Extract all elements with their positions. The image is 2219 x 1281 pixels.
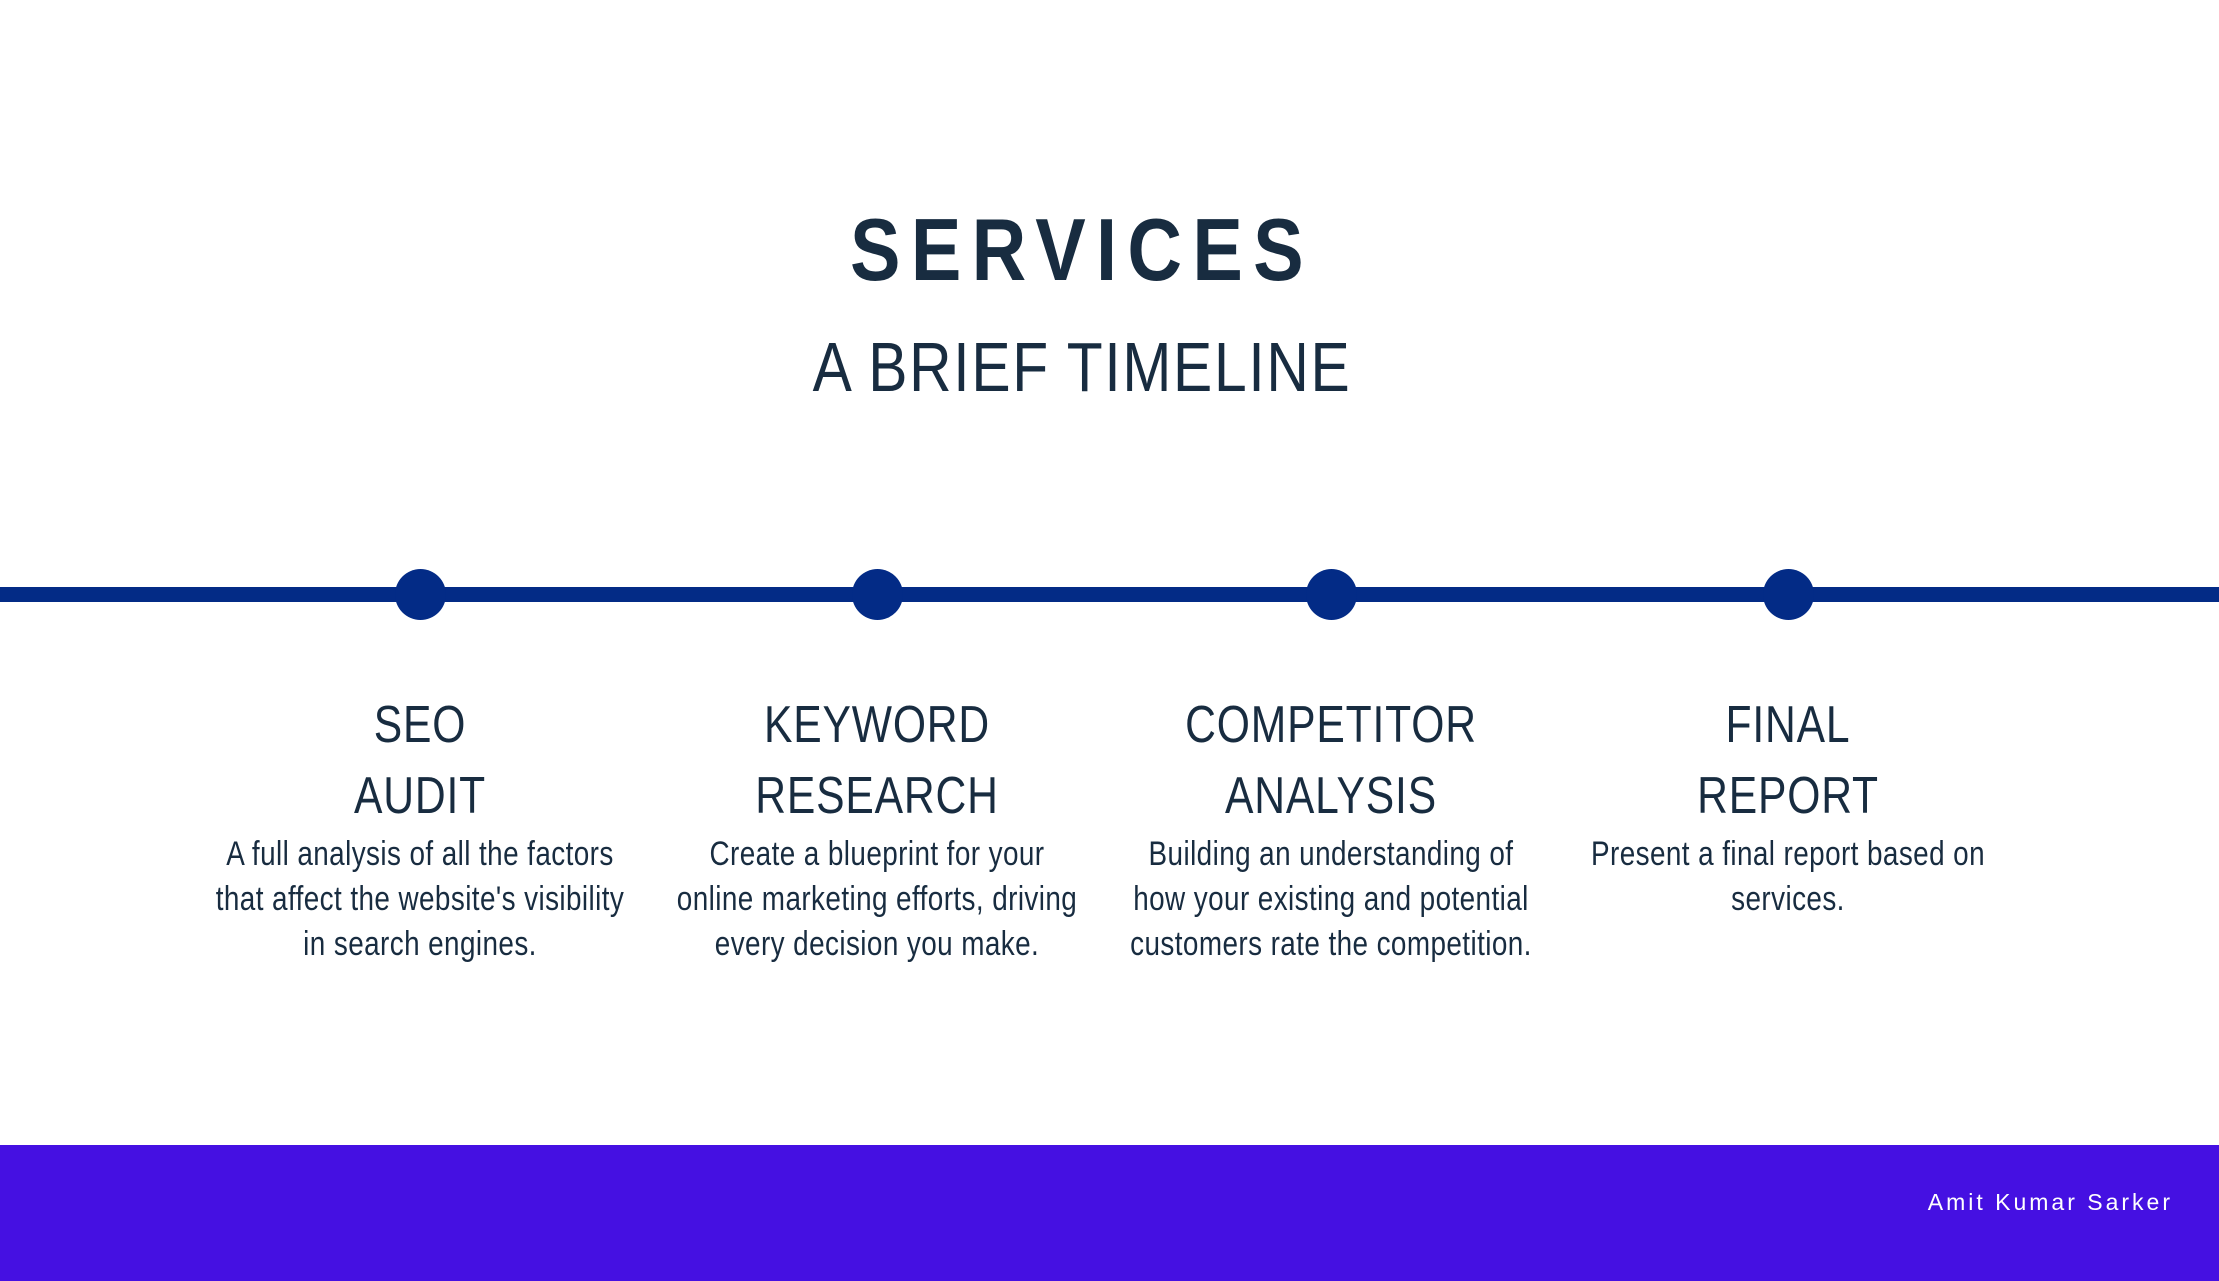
page-title: SERVICES	[850, 200, 1314, 299]
timeline-step-keyword-research: KEYWORD RESEARCH Create a blueprint for …	[667, 690, 1087, 967]
timeline-step-seo-audit: SEO AUDIT A full analysis of all the fac…	[210, 690, 630, 967]
step-title: FINAL REPORT	[1697, 696, 1879, 825]
timeline-line	[0, 587, 2219, 602]
author-name: Amit Kumar Sarker	[1927, 1189, 2173, 1215]
footer-band	[0, 1145, 2219, 1281]
step-description: Create a blueprint for your online marke…	[676, 835, 1078, 963]
step-title: COMPETITOR ANALYSIS	[1185, 696, 1477, 825]
timeline-dot-icon	[1763, 569, 1814, 620]
step-description: Present a final report based on services…	[1591, 835, 1985, 918]
page-subtitle: A BRIEF TIMELINE	[812, 328, 1352, 406]
timeline-step-competitor-analysis: COMPETITOR ANALYSIS Building an understa…	[1121, 690, 1541, 967]
step-title: KEYWORD RESEARCH	[755, 696, 999, 825]
timeline-dot-icon	[852, 569, 903, 620]
step-description: A full analysis of all the factors that …	[215, 835, 625, 963]
timeline-dot-icon	[395, 569, 446, 620]
timeline-dot-icon	[1306, 569, 1357, 620]
timeline-step-final-report: FINAL REPORT Present a final report base…	[1578, 690, 1998, 922]
step-description: Building an understanding of how your ex…	[1130, 835, 1532, 963]
step-title: SEO AUDIT	[353, 696, 487, 825]
